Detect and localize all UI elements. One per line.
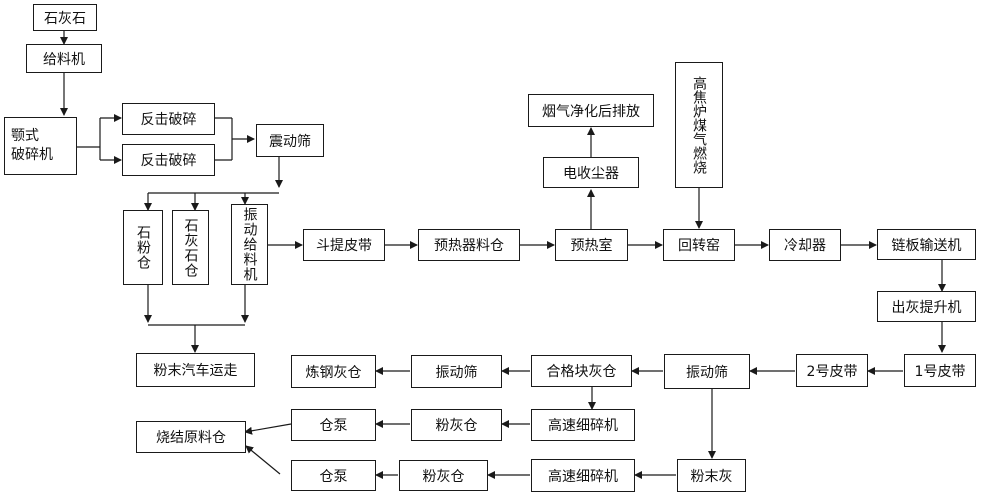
node-belt-2-label: 2号皮带 bbox=[806, 363, 858, 380]
node-preheater-room: 预热室 bbox=[555, 229, 628, 261]
node-cooler-label: 冷却器 bbox=[784, 238, 826, 254]
node-screen-main: 振动筛 bbox=[664, 354, 750, 389]
node-bucket-belt-label: 斗提皮带 bbox=[316, 238, 372, 254]
node-powder-bin-1: 粉灰仓 bbox=[411, 409, 502, 441]
node-sinter-bin-label: 烧结原料仓 bbox=[156, 430, 226, 446]
node-sinter-bin: 烧结原料仓 bbox=[136, 421, 246, 453]
node-pump-2: 仓泵 bbox=[291, 460, 376, 491]
node-preheater-room-label: 预热室 bbox=[570, 238, 613, 254]
node-powder-bin-1-label: 粉灰仓 bbox=[435, 418, 478, 434]
node-qualified-lump-bin-label: 合格块灰仓 bbox=[546, 364, 617, 380]
node-vibrating-screen-top-label: 震动筛 bbox=[269, 133, 311, 150]
node-ash-elevator: 出灰提升机 bbox=[877, 291, 976, 322]
node-steel-ash-bin: 炼钢灰仓 bbox=[291, 355, 376, 388]
node-preheater-bin: 预热器料仓 bbox=[418, 229, 520, 261]
node-pump-1-label: 仓泵 bbox=[319, 418, 348, 434]
node-jaw-crusher: 颚式 破碎机 bbox=[4, 117, 77, 175]
node-impact-crusher-2: 反击破碎 bbox=[122, 144, 215, 176]
node-fine-crusher-1-label: 高速细碎机 bbox=[548, 418, 618, 434]
node-vibrating-feeder: 振动给料机 bbox=[231, 204, 268, 285]
node-fine-crusher-2-label: 高速细碎机 bbox=[548, 468, 618, 485]
node-powder-ash: 粉末灰 bbox=[677, 459, 746, 492]
node-bucket-belt: 斗提皮带 bbox=[303, 229, 385, 261]
node-belt-1: 1号皮带 bbox=[904, 354, 976, 387]
node-flue-discharge-label: 烟气净化后排放 bbox=[542, 103, 640, 120]
node-ash-elevator-label: 出灰提升机 bbox=[891, 299, 962, 316]
arrow-pump1-sinter bbox=[244, 423, 292, 435]
node-esp: 电收尘器 bbox=[543, 157, 639, 188]
node-screen-main-label: 振动筛 bbox=[686, 364, 728, 381]
node-pump-1: 仓泵 bbox=[291, 409, 376, 441]
node-impact-crusher-1-label: 反击破碎 bbox=[140, 112, 197, 128]
node-limestone-bin: 石灰石仓 bbox=[172, 210, 209, 285]
node-limestone-bin-label: 石灰石仓 bbox=[182, 217, 199, 278]
node-coke-oven-gas: 高焦炉煤气燃烧 bbox=[675, 62, 723, 188]
node-feeder: 给料机 bbox=[26, 44, 102, 73]
node-belt-1-label: 1号皮带 bbox=[914, 363, 966, 380]
node-jaw-crusher-label: 颚式 破碎机 bbox=[11, 128, 53, 163]
node-stone-powder-bin: 石粉仓 bbox=[123, 210, 163, 285]
node-chain-conveyor: 链板输送机 bbox=[877, 229, 976, 260]
node-powder-ash-label: 粉末灰 bbox=[690, 468, 733, 485]
node-cooler: 冷却器 bbox=[769, 229, 841, 261]
node-flue-discharge: 烟气净化后排放 bbox=[528, 94, 654, 127]
node-fine-crusher-2: 高速细碎机 bbox=[531, 459, 635, 492]
node-coke-oven-gas-label: 高焦炉煤气燃烧 bbox=[691, 76, 707, 174]
node-powder-bin-2: 粉灰仓 bbox=[399, 460, 488, 491]
node-impact-crusher-1: 反击破碎 bbox=[122, 103, 215, 135]
arrow-pump2-sinter bbox=[245, 445, 281, 475]
node-vibrating-feeder-label: 振动给料机 bbox=[241, 207, 258, 282]
node-belt-2: 2号皮带 bbox=[796, 354, 868, 387]
node-limestone-label: 石灰石 bbox=[44, 10, 86, 27]
node-powder-truck: 粉末汽车运走 bbox=[136, 353, 255, 387]
node-steel-ash-bin-label: 炼钢灰仓 bbox=[305, 364, 362, 381]
node-pump-2-label: 仓泵 bbox=[319, 468, 348, 485]
node-stone-powder-bin-label: 石粉仓 bbox=[135, 225, 151, 270]
node-screen-mid: 振动筛 bbox=[411, 355, 502, 388]
node-impact-crusher-2-label: 反击破碎 bbox=[140, 153, 197, 169]
node-chain-conveyor-label: 链板输送机 bbox=[891, 237, 962, 254]
node-fine-crusher-1: 高速细碎机 bbox=[531, 409, 635, 441]
node-screen-mid-label: 振动筛 bbox=[435, 364, 478, 381]
node-feeder-label: 给料机 bbox=[43, 51, 85, 68]
node-rotary-kiln: 回转窑 bbox=[663, 229, 735, 261]
node-qualified-lump-bin: 合格块灰仓 bbox=[531, 355, 632, 387]
node-powder-bin-2-label: 粉灰仓 bbox=[422, 468, 465, 485]
node-powder-truck-label: 粉末汽车运走 bbox=[153, 363, 238, 379]
node-limestone: 石灰石 bbox=[33, 4, 97, 31]
node-vibrating-screen-top: 震动筛 bbox=[256, 124, 324, 157]
node-rotary-kiln-label: 回转窑 bbox=[678, 238, 720, 254]
node-esp-label: 电收尘器 bbox=[563, 165, 619, 182]
node-preheater-bin-label: 预热器料仓 bbox=[434, 238, 504, 254]
